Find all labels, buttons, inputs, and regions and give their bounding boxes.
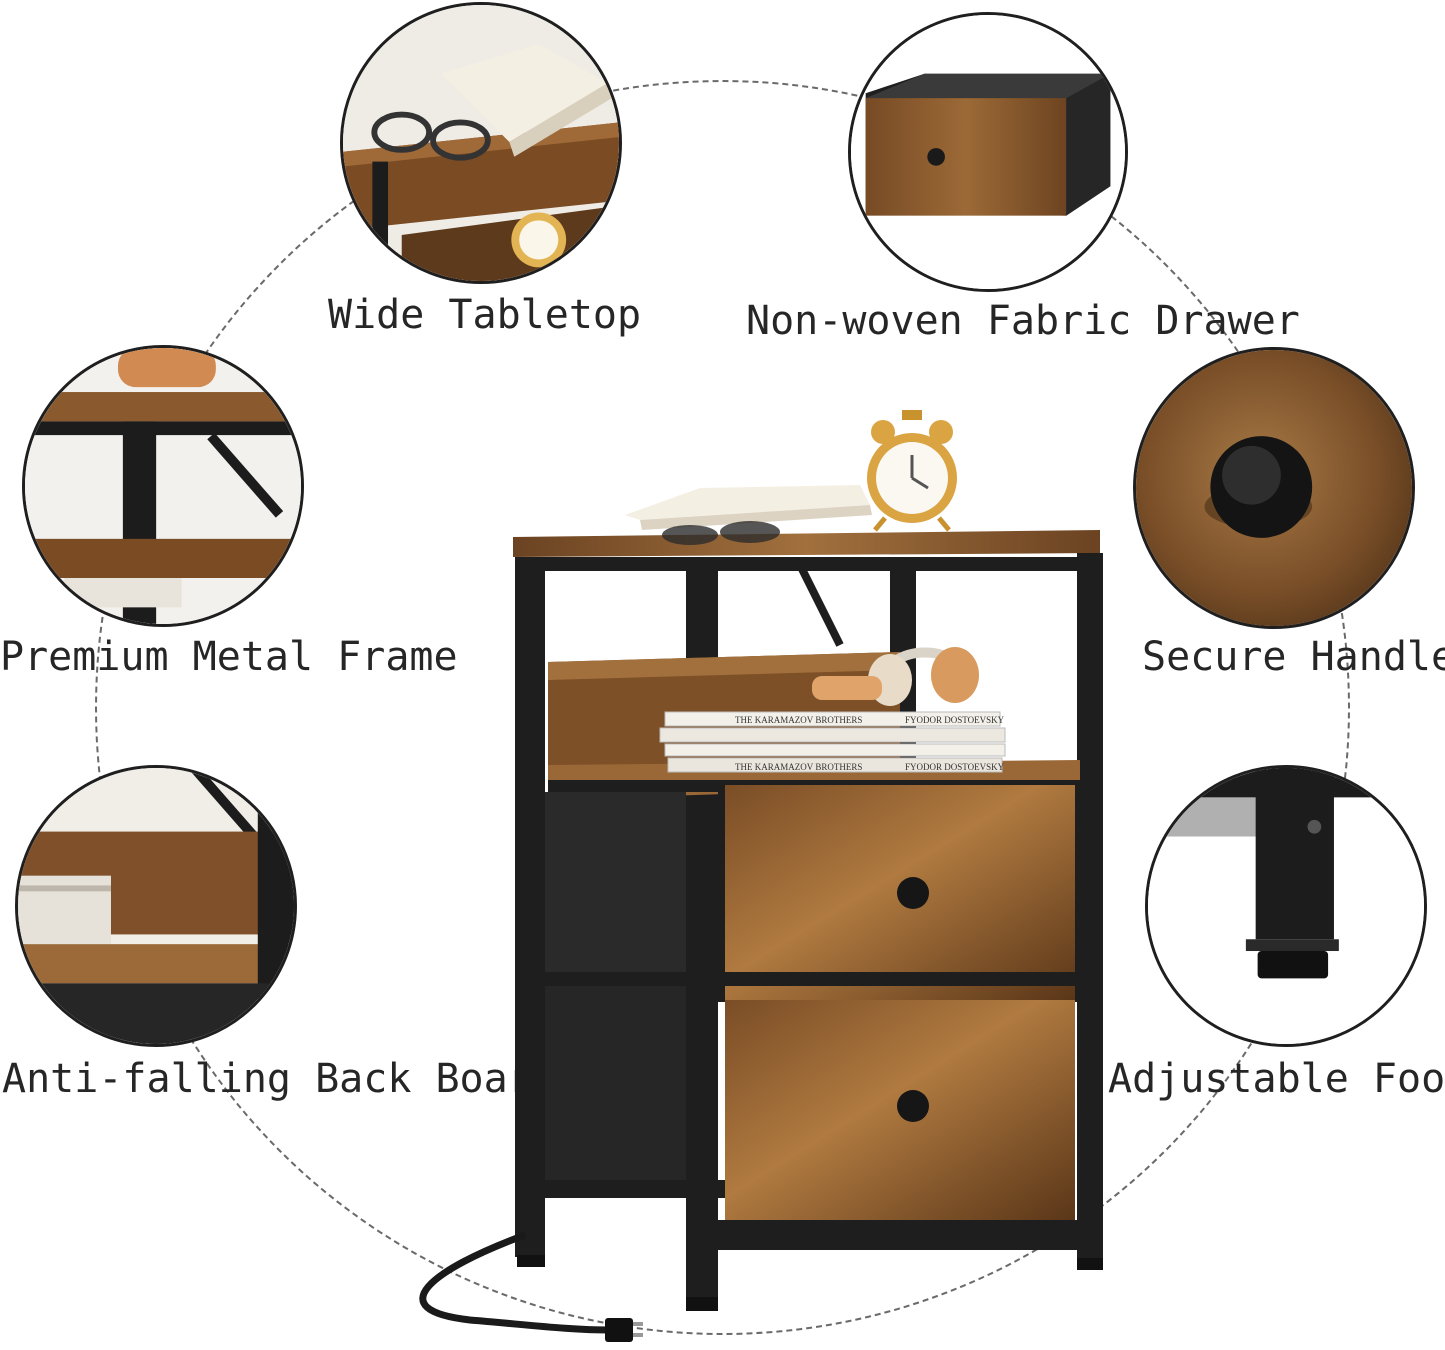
book-spine-title: THE KARAMAZOV BROTHERS bbox=[735, 762, 862, 772]
dashed-orbit-ring bbox=[95, 80, 1350, 1335]
metal-frame-detail-image bbox=[22, 345, 304, 627]
metal-frame-label: Premium Metal Frame bbox=[0, 634, 458, 680]
back-board-detail-image bbox=[15, 765, 297, 1047]
book-spine-author: FYODOR DOSTOEVSKY bbox=[905, 762, 1005, 772]
wide-tabletop-detail-image bbox=[340, 2, 622, 284]
adjustable-foot-label: Adjustable Foot bbox=[1108, 1056, 1445, 1102]
secure-handle-detail-image bbox=[1133, 347, 1415, 629]
book-spine-author: FYODOR DOSTOEVSKY bbox=[905, 715, 1005, 725]
fabric-drawer-detail-image bbox=[848, 12, 1128, 292]
back-board-label: Anti-falling Back Board bbox=[2, 1056, 556, 1102]
wide-tabletop-label: Wide Tabletop bbox=[328, 292, 642, 338]
secure-handle-label: Secure Handle bbox=[1142, 634, 1445, 680]
nightstand-product-image: THE KARAMAZOV BROTHERS FYODOR DOSTOEVSKY… bbox=[419, 410, 1103, 1342]
book-spine-title: THE KARAMAZOV BROTHERS bbox=[735, 715, 862, 725]
fabric-drawer-label: Non-woven Fabric Drawer bbox=[746, 298, 1300, 344]
adjustable-foot-detail-image bbox=[1145, 765, 1427, 1047]
